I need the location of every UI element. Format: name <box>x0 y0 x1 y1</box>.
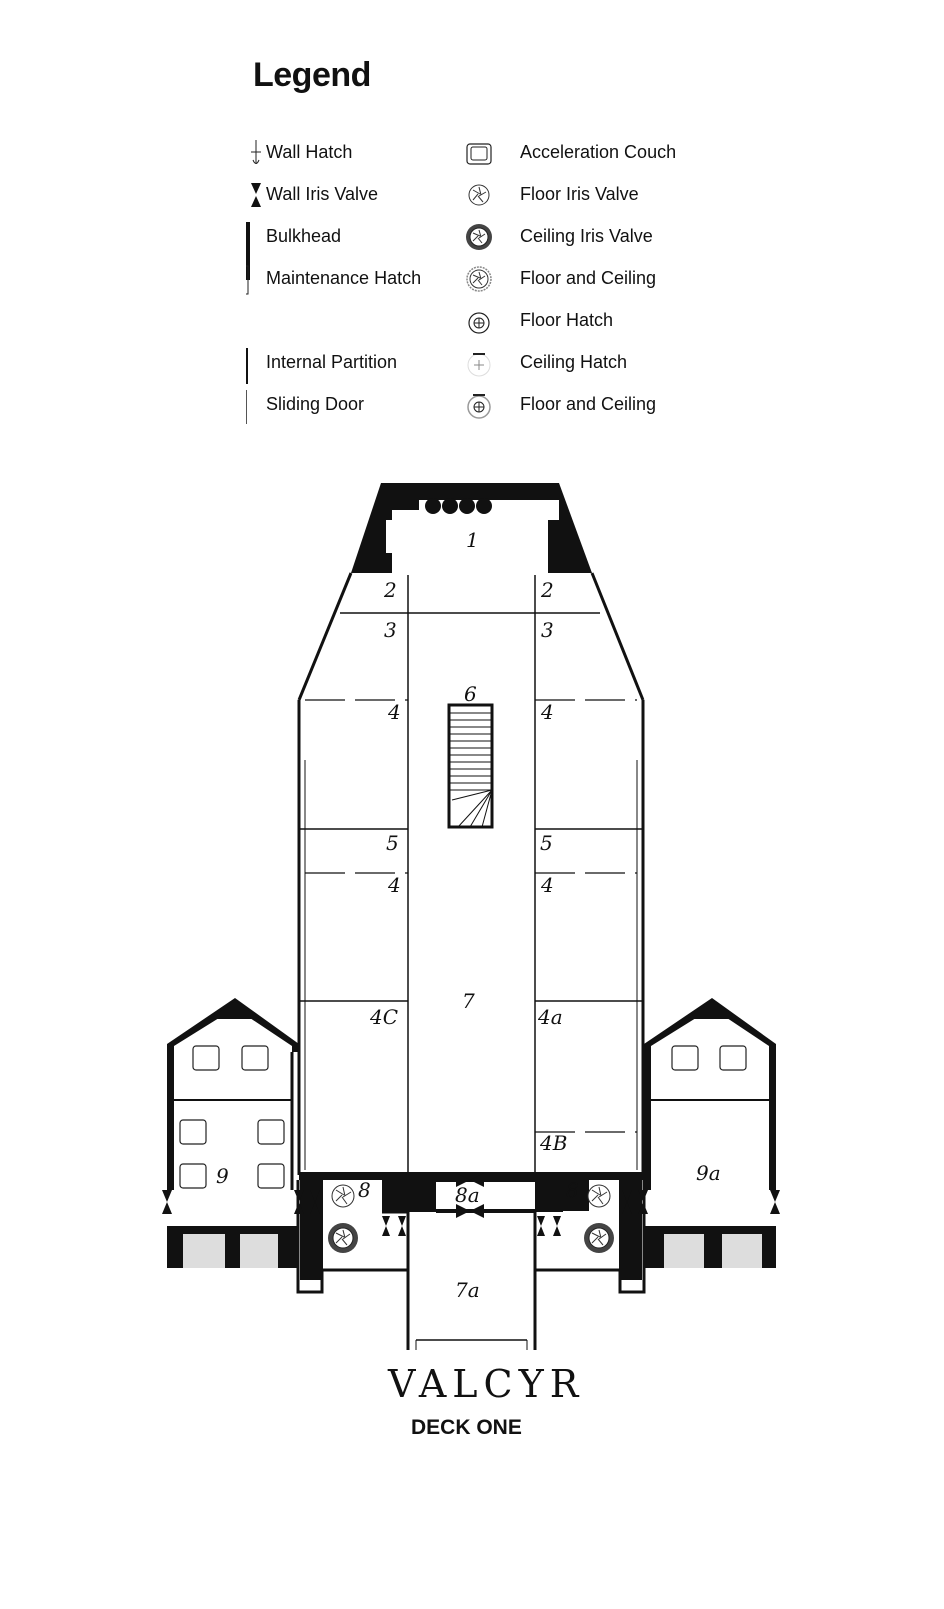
floor-hatch-icon <box>468 312 490 334</box>
ceiling-iris-valve-icon <box>584 1223 614 1253</box>
room-label-5-right: 5 <box>540 831 553 855</box>
room-7a <box>406 1212 537 1350</box>
sliding-doors <box>305 699 637 1133</box>
room-label-2-left: 2 <box>383 578 397 602</box>
staircase <box>447 703 494 829</box>
room-label-7: 7 <box>462 989 475 1013</box>
legend-label: Sliding Door <box>266 394 365 414</box>
room-label-4a: 4a <box>537 1005 563 1029</box>
room-label-9: 9 <box>216 1164 229 1188</box>
legend-label: Internal Partition <box>266 352 398 372</box>
acceleration-couch-icon <box>671 1045 747 1071</box>
wall-hatch-icon <box>251 140 261 164</box>
room-label-6: 6 <box>464 682 477 706</box>
airlock-8a-floor <box>436 1180 535 1210</box>
wall-iris-valve-icon <box>251 183 261 207</box>
legend-label: Floor Hatch <box>520 310 614 330</box>
legend-label: Wall Iris Valve <box>266 184 379 204</box>
internal-partitions <box>299 575 643 1175</box>
room-label-8-right: 8 <box>566 1178 579 1202</box>
ship-name: VALCYR <box>388 1362 585 1406</box>
legend-title: Legend <box>253 56 371 94</box>
room-label-4-left-a: 4 <box>387 700 401 724</box>
legend-label: Bulkhead <box>266 226 342 246</box>
room-label-7a: 7a <box>455 1278 480 1302</box>
ceiling-iris-valve-icon <box>466 224 492 250</box>
acceleration-couch-icon <box>179 1045 285 1189</box>
room-label-4b: 4B <box>539 1131 567 1155</box>
legend-label: Floor and Ceiling <box>520 394 657 414</box>
wall-iris-valve-icon <box>382 1216 561 1236</box>
acceleration-couch-icon <box>466 143 492 165</box>
floor-iris-valve-icon <box>587 1184 611 1208</box>
legend-label: Acceleration Couch <box>520 142 677 162</box>
room-label-4c: 4C <box>369 1005 398 1029</box>
bridge-consoles <box>425 498 492 514</box>
floor-iris-valve-icon <box>468 184 490 206</box>
bulkhead-icon <box>246 222 250 280</box>
room-label-5-left: 5 <box>386 831 399 855</box>
floor-and-ceiling-iris-valve-icon <box>466 266 492 292</box>
wall-iris-valve-icon <box>456 1173 484 1218</box>
room-label-8-left: 8 <box>358 1178 371 1202</box>
aft-bulkhead-right-pillar <box>535 1176 563 1212</box>
floor-and-ceiling-hatch-icon <box>467 394 491 419</box>
internal-partition-icon <box>246 348 248 384</box>
room-label-3-left: 3 <box>384 618 397 642</box>
room-label-4-left-b: 4 <box>387 873 401 897</box>
hull-inner-lines <box>304 760 638 1170</box>
room-label-4-right-b: 4 <box>540 873 554 897</box>
main-hull <box>297 572 645 1175</box>
left-pod <box>162 998 320 1268</box>
legend-label: Ceiling Hatch <box>520 352 628 372</box>
legend-label: Ceiling Iris Valve <box>520 226 653 246</box>
room-label-4-right-a: 4 <box>540 700 554 724</box>
ceiling-hatch-icon <box>467 353 491 377</box>
aft-bulkhead <box>299 1172 644 1180</box>
room-label-3-right: 3 <box>541 618 554 642</box>
legend-label: Floor and Ceiling <box>520 268 657 288</box>
deck-name: DECK ONE <box>411 1416 522 1439</box>
floor-iris-valve-icon <box>331 1184 355 1208</box>
ceiling-iris-valve-icon <box>328 1223 358 1253</box>
right-pod <box>622 998 780 1268</box>
room-label-1: 1 <box>466 528 479 552</box>
sliding-door-icon <box>246 390 247 424</box>
deck-plan: 1 2 2 3 3 6 4 4 5 5 4 4 7 4C 4a 4B 9 9a … <box>162 483 780 1350</box>
legend-label: Floor Iris Valve <box>520 184 639 204</box>
legend-label: Wall Hatch <box>266 142 353 162</box>
room-label-9a: 9a <box>696 1161 721 1185</box>
room-label-2-right: 2 <box>540 578 554 602</box>
legend-label: Maintenance Hatch <box>266 268 422 288</box>
maintenance-hatch-icon <box>246 265 249 295</box>
aft-bulkhead-left-pillar <box>408 1176 436 1212</box>
bridge-floor <box>386 500 559 573</box>
room-label-8a: 8a <box>455 1183 480 1207</box>
